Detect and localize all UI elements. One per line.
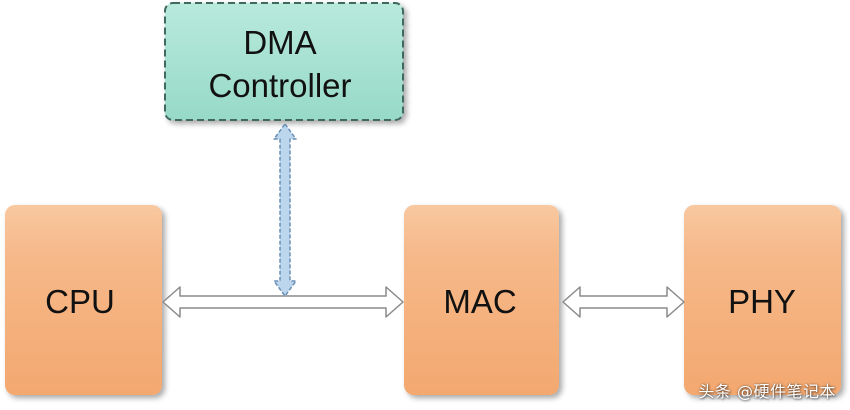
cpu-label: CPU xyxy=(45,283,115,320)
phy-box xyxy=(684,205,841,395)
mac-box xyxy=(404,205,559,395)
cpu-mac-bus-arrow xyxy=(162,286,404,318)
cpu-box xyxy=(5,205,162,395)
watermark-text: 头条 @硬件笔记本 xyxy=(698,382,836,401)
dma-controller-label-line2: Controller xyxy=(208,67,351,104)
dma-controller-box xyxy=(164,2,404,121)
mac-label: MAC xyxy=(443,283,516,320)
phy-block: PHY xyxy=(684,205,841,395)
phy-label: PHY xyxy=(728,283,796,320)
mac-block: MAC xyxy=(404,205,559,395)
dma-controller-label-line1: DMA xyxy=(243,24,316,61)
mac-phy-bus-arrow xyxy=(562,286,685,318)
cpu-block: CPU xyxy=(5,205,162,395)
dma-controller-block: DMA Controller xyxy=(164,2,404,121)
dma-bus-arrow xyxy=(273,123,297,297)
